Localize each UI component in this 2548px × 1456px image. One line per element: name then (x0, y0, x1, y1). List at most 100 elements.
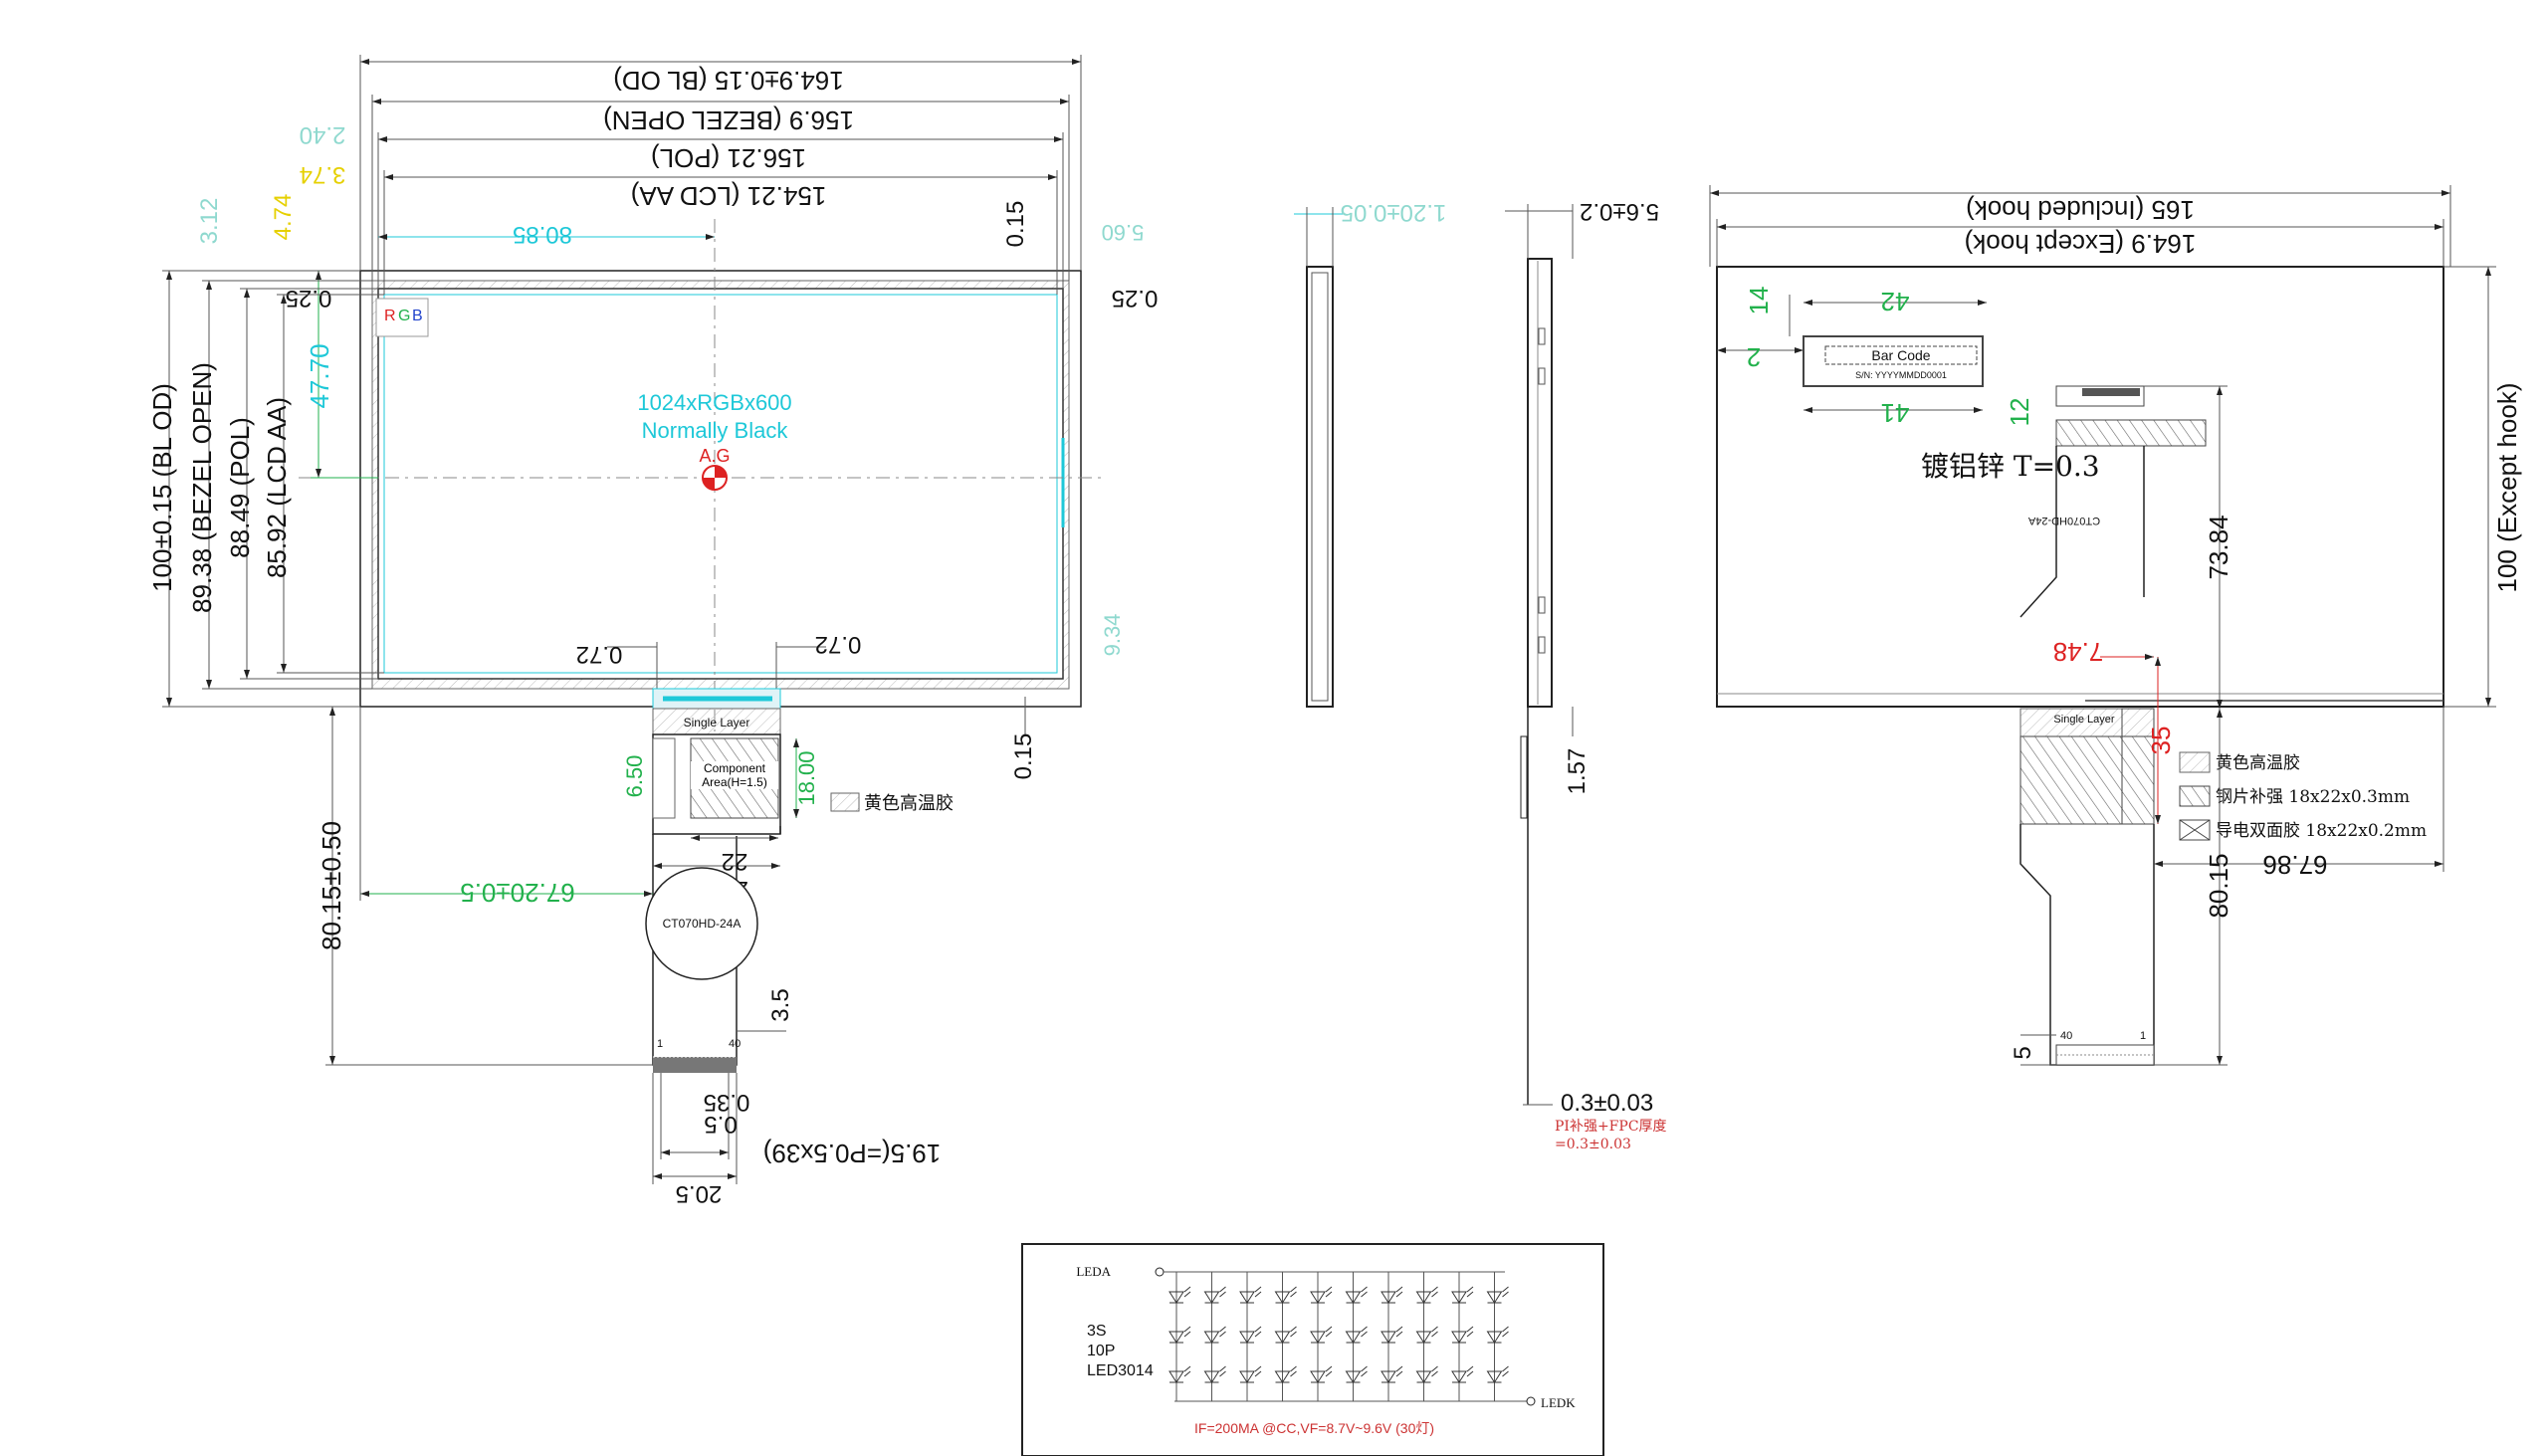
led-diode (1310, 1326, 1333, 1344)
fpc-pin-1: 1 (657, 1038, 663, 1050)
back-dim-35: 35 (2146, 727, 2176, 755)
back-part-label: CT070HD-24A (2027, 515, 2100, 526)
led-diode (1380, 1365, 1403, 1383)
led-diode (1415, 1326, 1438, 1344)
led-diode (1239, 1286, 1262, 1304)
led-circuit-box (1021, 1243, 1604, 1456)
dim-lcd-aa: 154.21 (LCD AA) (631, 181, 827, 211)
dim-47-70: 47.70 (305, 343, 334, 408)
led-diode (1310, 1286, 1333, 1304)
dim-h-bl-od: 100±0.15 (BL OD) (147, 383, 177, 592)
dim-6-50: 6.50 (622, 755, 647, 798)
dim-67-20: 67.20±0.5 (460, 878, 574, 908)
back-dim-165: 165 (Included hook) (1966, 195, 2195, 225)
ag-label: A.G (699, 446, 730, 466)
side1-dim-thick: 1.20±0.05 (1341, 199, 1447, 226)
led-leda: LEDA (1076, 1264, 1111, 1279)
dim-0-35: 0.35 (704, 1089, 750, 1116)
dim-bl-od: 164.9±0.15 (BL OD) (613, 66, 844, 96)
back-legend-2-swatch (2179, 785, 2211, 807)
led-diode (1345, 1326, 1368, 1344)
side-view-2: 5.6±0.2 1.57 0.3±0.03 PI补强+FPC厚度 =0.3±0.… (1505, 198, 1667, 1152)
back-legend-3: 导电双面胶 18x22x0.2mm (2216, 821, 2427, 841)
dim-22: 22 (722, 848, 748, 875)
dim-80-15: 80.15±0.50 (317, 821, 346, 950)
component-area: Component Area(H=1.5) (691, 761, 778, 789)
led-diode (1203, 1365, 1226, 1383)
dim-0-15-bottom: 0.15 (1010, 733, 1037, 780)
front-view: 1024xRGBx600 Normally Black A.G R G B 16… (147, 55, 1158, 1207)
dim-0-72-left: 0.72 (576, 641, 623, 668)
rgb-b: B (412, 308, 423, 324)
dim-h-pol: 88.49 (POL) (225, 417, 255, 558)
led-ledk: LEDK (1541, 1395, 1576, 1410)
back-dim-7-48: 7.48 (2053, 637, 2104, 667)
led-spec: IF=200MA @CC,VF=8.7V~9.6V (30灯) (1194, 1420, 1434, 1436)
back-material: 镀铝锌 T=0.3 (1921, 450, 2100, 483)
dim-80-85: 80.85 (513, 221, 572, 248)
led-diode (1486, 1326, 1509, 1344)
dim-3-74: 3.74 (300, 161, 346, 188)
led-diode (1203, 1286, 1226, 1304)
back-legend-1-swatch (2179, 751, 2211, 773)
led-diode (1345, 1286, 1368, 1304)
legend-yellow-tape: 黄色高温胶 (864, 793, 954, 814)
back-dim-14: 14 (1744, 287, 1774, 315)
back-dim-80-15: 80.15 (2204, 853, 2233, 918)
dim-0-15-top: 0.15 (1002, 201, 1029, 248)
back-dim-2: 2 (1747, 342, 1761, 372)
led-circuit: LEDA LEDK 3S 10P LED3014 IF=200MA @CC,VF… (1021, 1243, 1604, 1456)
side-view-1: 1.20±0.05 (1294, 199, 1447, 708)
led-diode (1380, 1286, 1403, 1304)
led-diode (1274, 1365, 1297, 1383)
dim-3-5: 3.5 (767, 988, 794, 1021)
led-diode (1310, 1365, 1333, 1383)
back-dim-164-9: 164.9 (Except hook) (1965, 229, 2197, 259)
side2-dim-total: 5.6±0.2 (1580, 198, 1659, 225)
center-mark (702, 465, 728, 491)
dim-20-5: 20.5 (676, 1180, 723, 1207)
back-dim-12: 12 (2005, 398, 2034, 427)
side2-dim-fpc: 0.3±0.03 (1561, 1090, 1653, 1117)
back-dim-42: 42 (1881, 287, 1910, 316)
dim-bezel-open: 156.9 (BEZEL OPEN) (603, 105, 854, 135)
back-pin-1: 1 (2140, 1030, 2146, 1042)
led-diode (1380, 1326, 1403, 1344)
led-config-type: LED3014 (1087, 1362, 1154, 1379)
led-diode (1451, 1365, 1474, 1383)
led-diode (1415, 1365, 1438, 1383)
dim-0-25-right: 0.25 (1112, 285, 1159, 312)
rgb-marker (375, 298, 429, 337)
dim-18-00: 18.00 (794, 750, 819, 805)
back-legend-1: 黄色高温胶 (2216, 753, 2300, 773)
back-pin-40: 40 (2060, 1030, 2072, 1042)
led-diode (1168, 1326, 1191, 1344)
legend-tape-swatch (830, 792, 860, 812)
back-dim-67-86: 67.86 (2262, 850, 2327, 880)
fpc-callout (645, 867, 758, 980)
dim-0-5: 0.5 (704, 1111, 737, 1138)
dim-h-bezel-open: 89.38 (BEZEL OPEN) (187, 362, 217, 613)
led-diode (1203, 1326, 1226, 1344)
barcode-sn: S/N: YYYYMMDD0001 (1855, 370, 1947, 380)
dim-4-74: 4.74 (270, 194, 297, 241)
led-diode (1486, 1286, 1509, 1304)
led-config-3s: 3S (1087, 1323, 1107, 1340)
back-fpc (2019, 385, 2207, 1066)
led-diode (1168, 1286, 1191, 1304)
side2-dim-1-57: 1.57 (1564, 748, 1591, 795)
dim-pol: 156.21 (POL) (651, 143, 806, 173)
led-diode (1274, 1326, 1297, 1344)
back-dim-41: 41 (1881, 398, 1910, 428)
led-diode (1486, 1365, 1509, 1383)
led-diode (1274, 1286, 1297, 1304)
dim-9-34: 9.34 (1100, 614, 1125, 657)
dim-h-lcd-aa: 85.92 (LCD AA) (262, 397, 292, 578)
dim-3-12: 3.12 (196, 198, 223, 245)
led-diode (1239, 1365, 1262, 1383)
back-legend-2: 钢片补强 18x22x0.3mm (2216, 787, 2410, 807)
fpc-single-layer: Single Layer (684, 716, 750, 729)
led-diode (1345, 1365, 1368, 1383)
dim-2-40: 2.40 (300, 121, 346, 148)
